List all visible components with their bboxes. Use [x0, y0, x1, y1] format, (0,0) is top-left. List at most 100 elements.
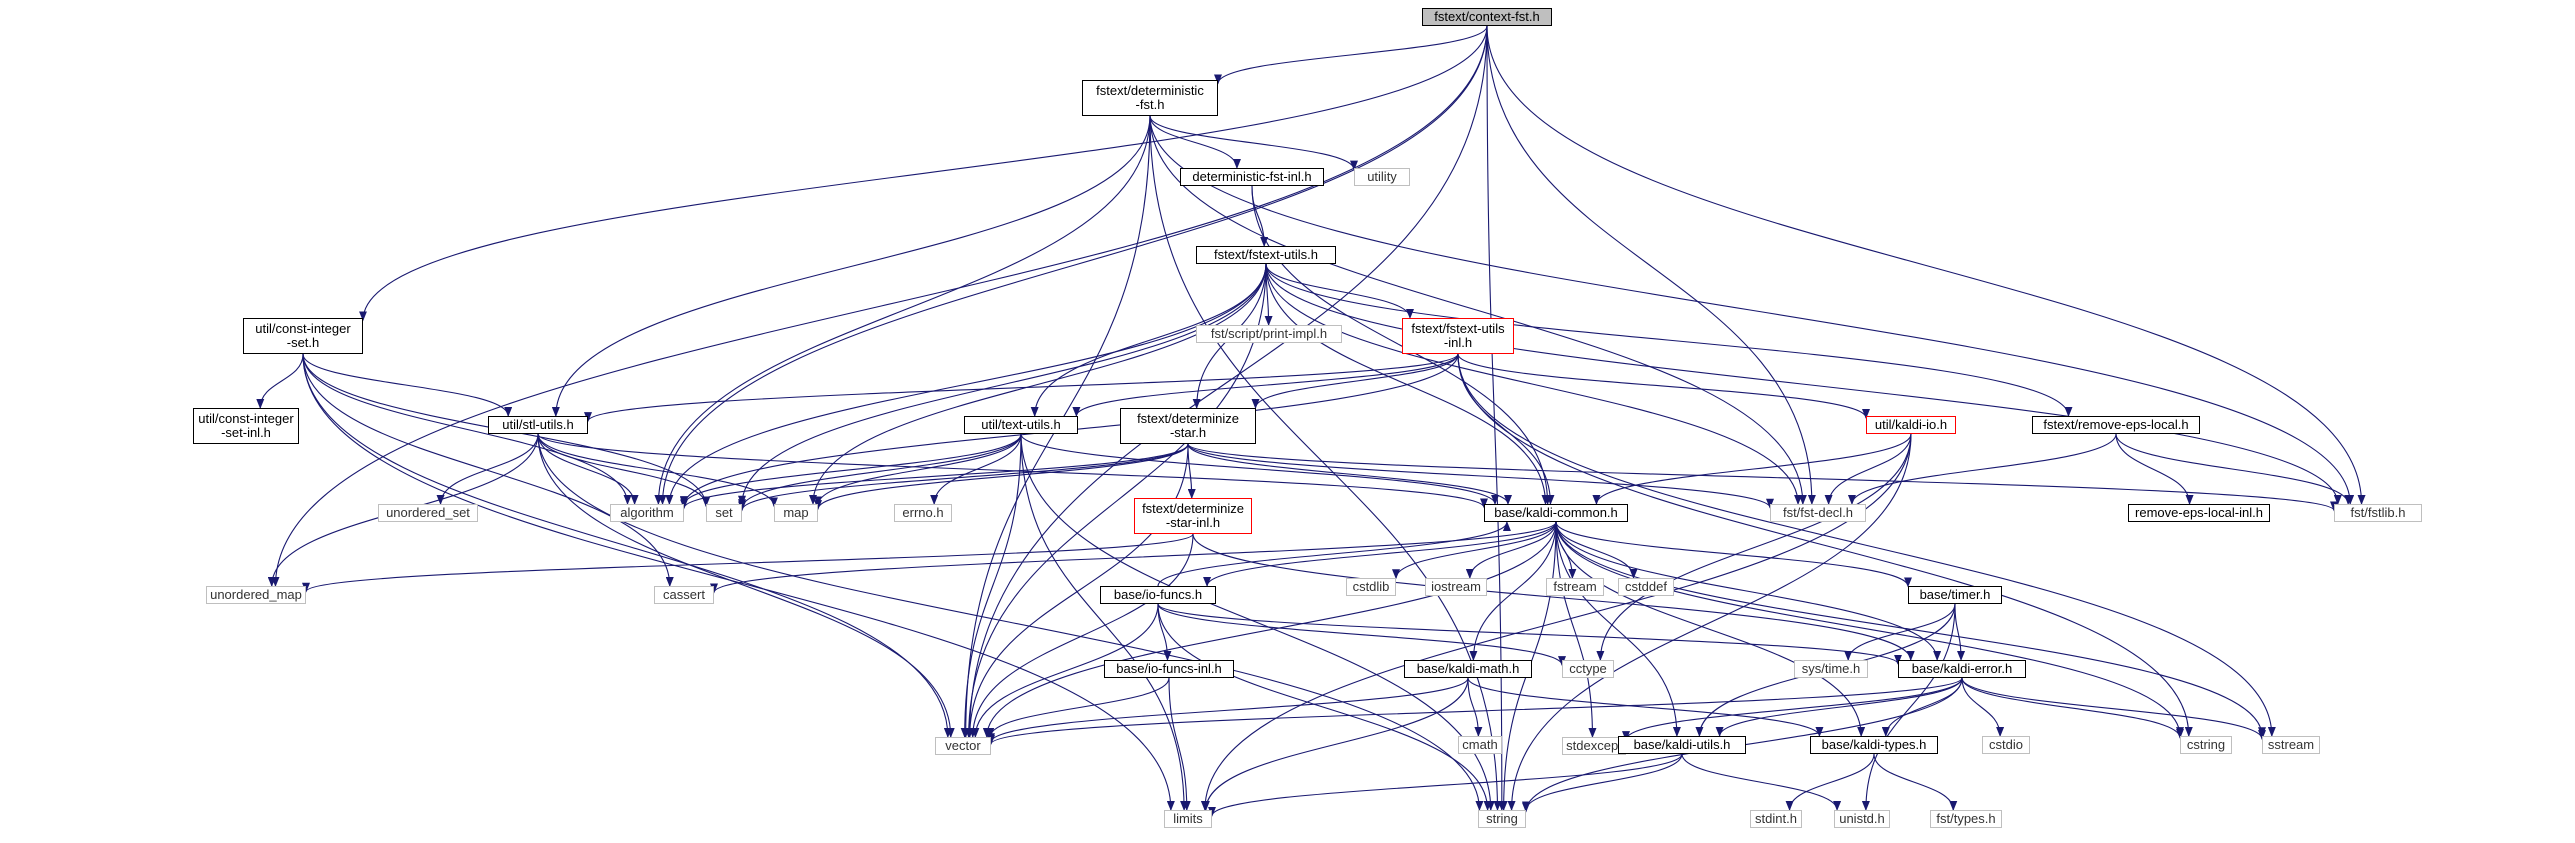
edge-detstarinl-to-unordmap — [302, 533, 1194, 593]
node-cstring[interactable]: cstring — [2180, 736, 2232, 754]
node-fstream[interactable]: fstream — [1546, 578, 1604, 596]
node-errno[interactable]: errno.h — [894, 504, 952, 522]
node-fsttypes[interactable]: fst/types.h — [1930, 810, 2002, 828]
edge-detstar-to-kaldicommon — [1187, 443, 1512, 505]
node-vector[interactable]: vector — [935, 737, 991, 755]
node-stdint[interactable]: stdint.h — [1750, 810, 1802, 828]
node-kaldimath[interactable]: base/kaldi-math.h — [1404, 660, 1532, 678]
edge-determ-to-fstlib — [1149, 115, 2355, 505]
edge-removeeps-to-fstlib — [2115, 433, 2353, 505]
edge-kaldierror-to-stdexcept — [1622, 677, 1963, 742]
node-unordmap[interactable]: unordered_map — [206, 586, 306, 604]
node-printimpl[interactable]: fst/script/print-impl.h — [1196, 325, 1342, 343]
node-cmath[interactable]: cmath — [1458, 736, 1502, 754]
node-kaldierror[interactable]: base/kaldi-error.h — [1898, 660, 2026, 678]
edge-kaldierror-to-sstream — [1961, 677, 2266, 741]
edge-iofuncs-to-cctype — [1157, 603, 1566, 667]
node-kaldiio[interactable]: util/kaldi-io.h — [1866, 416, 1956, 434]
node-utility[interactable]: utility — [1354, 168, 1410, 186]
node-kalditypes[interactable]: base/kaldi-types.h — [1810, 736, 1938, 754]
edge-detstar-to-fstlib — [1187, 443, 2338, 512]
node-removeepsinl[interactable]: remove-eps-local-inl.h — [2128, 504, 2270, 522]
node-stdexcept[interactable]: stdexcept — [1562, 737, 1626, 755]
node-timer[interactable]: base/timer.h — [1908, 586, 2002, 604]
node-cstdio[interactable]: cstdio — [1982, 736, 2030, 754]
edge-fstutilsinl-to-textutils — [1072, 353, 1459, 417]
edge-textutils-to-vector — [960, 433, 1022, 738]
node-context[interactable]: fstext/context-fst.h — [1422, 8, 1552, 26]
edge-determ-to-fstdecl — [1149, 115, 1807, 505]
edge-fstutilsinl-to-sstream — [1457, 353, 2276, 737]
node-constintinl[interactable]: util/const-integer -set-inl.h — [193, 408, 299, 444]
edge-removeeps-to-fstdecl — [1848, 433, 2117, 505]
node-fstutils[interactable]: fstext/fstext-utils.h — [1196, 246, 1336, 264]
edge-kaldicommon-to-kaldiutils — [1555, 521, 1681, 737]
edge-kaldicommon-to-cstdlib — [1392, 521, 1557, 580]
edge-stlutils-to-unordset — [436, 433, 539, 505]
edge-fstutils-to-vector — [964, 263, 1267, 738]
node-iostream[interactable]: iostream — [1425, 578, 1487, 596]
node-sstream[interactable]: sstream — [2262, 736, 2320, 754]
edge-detstar-to-map — [814, 443, 1189, 511]
edge-fstutils-to-fstlib — [1265, 263, 2342, 505]
node-stlutils[interactable]: util/stl-utils.h — [488, 416, 588, 434]
node-iofuncs[interactable]: base/io-funcs.h — [1100, 586, 1216, 604]
node-unistd[interactable]: unistd.h — [1834, 810, 1890, 828]
edge-detstar-to-algorithm — [680, 443, 1189, 510]
node-kaldiutils[interactable]: base/kaldi-utils.h — [1618, 736, 1746, 754]
edge-kaldierror-to-kaldiutils — [1715, 677, 1963, 737]
edge-detstar-to-fstdecl — [1187, 443, 1774, 509]
edge-kalditypes-to-stdint — [1785, 753, 1875, 811]
edge-detstarinl-to-vector — [968, 533, 1194, 738]
edge-kaldicommon-to-sstream — [1555, 521, 2266, 738]
node-unordset[interactable]: unordered_set — [378, 504, 478, 522]
edge-kaldicommon-to-vector — [982, 521, 1557, 738]
node-limits[interactable]: limits — [1164, 810, 1212, 828]
edge-kaldiio-to-fstdecl — [1824, 433, 1912, 505]
node-fstdecl[interactable]: fst/fst-decl.h — [1770, 504, 1866, 522]
node-iofuncsinl[interactable]: base/io-funcs-inl.h — [1104, 660, 1234, 678]
node-algorithm[interactable]: algorithm — [610, 504, 684, 522]
edge-kaldicommon-to-stdexcept — [1555, 521, 1597, 738]
edge-fstutils-to-fstdecl — [1265, 263, 1803, 505]
node-detinl[interactable]: deterministic-fst-inl.h — [1180, 168, 1324, 186]
edge-stlutils-to-vector — [537, 433, 955, 738]
node-cctype[interactable]: cctype — [1562, 660, 1614, 678]
node-detstar[interactable]: fstext/determinize -star.h — [1120, 408, 1256, 444]
edge-kaldimath-to-limits — [1201, 677, 1469, 811]
edge-kaldierror-to-vector — [987, 677, 1963, 746]
node-set[interactable]: set — [706, 504, 742, 522]
edge-constint-to-constintinl — [256, 353, 304, 409]
node-determ[interactable]: fstext/deterministic -fst.h — [1082, 80, 1218, 116]
edge-fstutils-to-set — [738, 263, 1267, 506]
edge-stlutils-to-string — [537, 433, 1484, 811]
node-cassert[interactable]: cassert — [654, 586, 714, 604]
edge-timer-to-unistd — [1861, 603, 1956, 811]
edge-context-to-fstlib — [1486, 25, 2366, 505]
node-fstlib[interactable]: fst/fstlib.h — [2334, 504, 2422, 522]
edge-iofuncsinl-to-limits — [1168, 677, 1191, 811]
node-cstdlib[interactable]: cstdlib — [1346, 578, 1396, 596]
edge-textutils-to-map — [814, 433, 1022, 507]
node-constint[interactable]: util/const-integer -set.h — [243, 318, 363, 354]
node-cstddef[interactable]: cstddef — [1618, 578, 1674, 596]
edge-kaldicommon-to-cstring — [1555, 521, 2184, 738]
edge-context-to-constint — [359, 25, 1488, 322]
node-removeeps[interactable]: fstext/remove-eps-local.h — [2032, 416, 2200, 434]
edge-determ-to-algorithm — [654, 115, 1151, 505]
edge-kaldimath-to-cmath — [1467, 677, 1483, 737]
edge-constint-to-stlutils — [302, 353, 513, 417]
edge-kaldierror-to-cstdio — [1961, 677, 2005, 737]
node-detstarinl[interactable]: fstext/determinize -star-inl.h — [1134, 498, 1252, 534]
edge-kaldiio-to-cctype — [1596, 433, 1912, 661]
edge-stlutils-to-algorithm — [537, 433, 639, 505]
node-string[interactable]: string — [1478, 810, 1526, 828]
edge-constint-to-algorithm — [302, 353, 632, 505]
node-kaldicommon[interactable]: base/kaldi-common.h — [1484, 504, 1628, 522]
node-fstutilsinl[interactable]: fstext/fstext-utils -inl.h — [1402, 318, 1514, 354]
edge-iofuncsinl-to-vector — [986, 677, 1170, 738]
edge-kaldicommon-to-cassert — [710, 521, 1557, 594]
node-systime[interactable]: sys/time.h — [1794, 660, 1868, 678]
node-textutils[interactable]: util/text-utils.h — [964, 416, 1078, 434]
node-map[interactable]: map — [774, 504, 818, 522]
